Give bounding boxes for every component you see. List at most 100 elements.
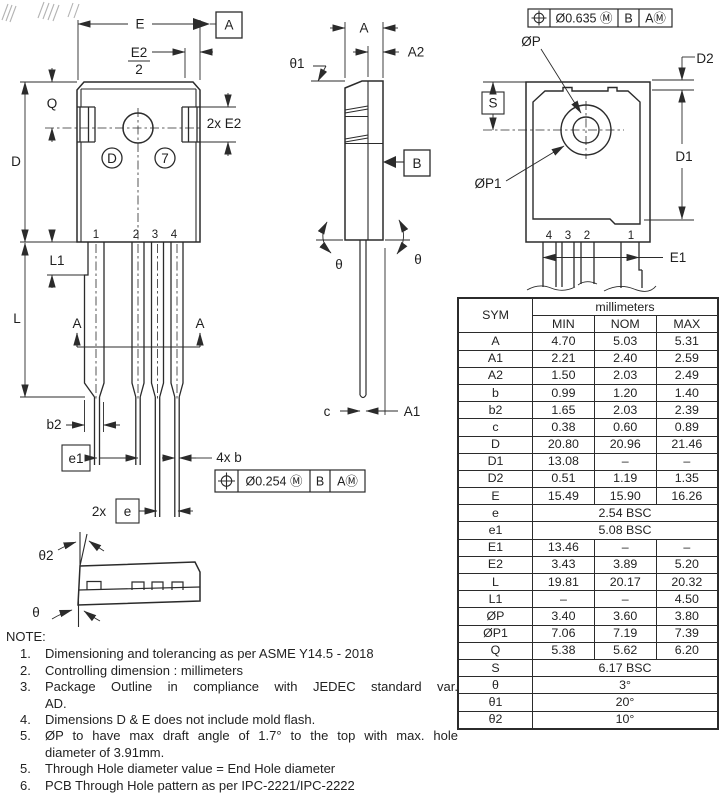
table-cell-value: 21.46 xyxy=(655,435,719,454)
table-cell-value: – xyxy=(655,452,719,471)
dim-label-l: L xyxy=(13,311,21,326)
front-pin-4: 4 xyxy=(171,229,178,241)
table-cell-value: 2.03 xyxy=(593,366,657,385)
dim-label-theta: θ xyxy=(32,605,40,620)
note-item: 4.Dimensions D & E does not include mold… xyxy=(6,712,458,728)
note-number: 6. xyxy=(20,777,31,793)
note-line: Dimensions D & E does not include mold f… xyxy=(45,712,316,728)
note-line: PCB Through Hole pattern as per IPC-2221… xyxy=(45,777,355,793)
table-cell-value: 2.39 xyxy=(655,401,719,420)
mold-marks xyxy=(101,147,176,169)
table-cell-span: 2.54 BSC xyxy=(532,504,719,523)
notes-section: NOTE: 1.Dimensioning and tolerancing as … xyxy=(6,629,458,794)
section-line-a-a xyxy=(73,332,204,348)
table-cell-value: 7.39 xyxy=(655,624,719,643)
scan-artifact xyxy=(1,1,80,23)
front-view: D 7 1 2 3 4 A A xyxy=(11,11,366,627)
table-cell-value: 1.35 xyxy=(655,469,719,489)
table-cell-value: 2.49 xyxy=(655,366,719,385)
note-item: 5.ØP to have max draft angle of 1.7° to … xyxy=(6,728,458,761)
note-item: 2.Controlling dimension : millimeters xyxy=(6,663,458,679)
table-cell-value: 20.32 xyxy=(655,572,719,592)
back-pin-1: 1 xyxy=(628,230,634,242)
dim-label-d1: D1 xyxy=(675,149,692,164)
dim-label-e: E xyxy=(135,17,144,32)
dim-label-a2: A2 xyxy=(408,45,425,60)
note-line: AD. xyxy=(45,695,67,711)
table-cell-value: 5.03 xyxy=(593,332,657,351)
side-package-outline xyxy=(344,80,384,399)
back-pin-4: 4 xyxy=(546,230,553,242)
table-cell-sym: ØP xyxy=(457,607,533,626)
table-cell-span: 3° xyxy=(532,676,719,695)
datum-b-label: B xyxy=(412,156,421,171)
table-cell-value: 3.60 xyxy=(593,607,657,626)
back-pin-3: 3 xyxy=(565,230,571,242)
note-item: 6. PCB Through Hole pattern as per IPC-22… xyxy=(6,778,458,794)
table-cell-sym: c xyxy=(457,418,533,437)
front-fcf-datum1: B xyxy=(316,475,324,489)
front-pin-numbers: 1 2 3 4 xyxy=(93,229,178,241)
note-number: 5. xyxy=(20,761,31,777)
dim-label-e-small: e xyxy=(124,504,132,519)
note-line: Dimensioning and tolerancing as per ASME… xyxy=(45,646,374,662)
table-cell-value: 2.21 xyxy=(532,349,595,368)
table-cell-value: – xyxy=(593,590,657,609)
notes-list: 1.Dimensioning and tolerancing as per AS… xyxy=(6,646,458,794)
position-symbol-icon xyxy=(218,472,235,490)
table-cell-value: 0.60 xyxy=(593,418,657,437)
table-cell-value: 20.17 xyxy=(593,572,657,592)
datum-triangle-icon xyxy=(193,18,210,30)
table-header-min: MIN xyxy=(532,315,595,334)
side-dimensions xyxy=(311,22,410,415)
table-cell-sym: E xyxy=(457,487,533,506)
back-view: 4 3 2 1 Ø0. xyxy=(474,8,714,292)
table-cell-value: 19.81 xyxy=(532,572,595,592)
table-cell-value: 6.20 xyxy=(655,641,719,660)
table-cell-value: 5.31 xyxy=(655,332,719,351)
front-fcf-datum2: AⓂ xyxy=(337,475,358,489)
table-header-units: millimeters xyxy=(532,297,719,317)
dim-label-theta-left: θ xyxy=(335,257,343,272)
front-leads xyxy=(83,242,184,517)
table-header-sym: SYM xyxy=(457,297,533,334)
table-cell-value: 13.46 xyxy=(532,538,595,557)
note-line: ØP to have max draft angle of 1.7° to th… xyxy=(45,728,458,744)
table-cell-value: 0.51 xyxy=(532,469,595,489)
table-cell-sym: Q xyxy=(457,641,533,660)
notes-heading: NOTE: xyxy=(6,629,46,644)
note-number: 3. xyxy=(20,679,31,695)
datum-b-flag xyxy=(383,149,431,177)
back-centerlines xyxy=(483,101,624,159)
front-fcf xyxy=(214,469,366,493)
note-text: Dimensioning and tolerancing as per ASME… xyxy=(45,646,458,662)
table-cell-sym: θ xyxy=(457,676,533,695)
table-cell-sym: D xyxy=(457,435,533,454)
dim-label-l1: L1 xyxy=(49,253,64,268)
table-cell-sym: b xyxy=(457,383,533,403)
table-cell-value: 3.89 xyxy=(593,555,657,575)
table-cell-sym: A xyxy=(457,332,533,351)
table-cell-value: 2.40 xyxy=(593,349,657,368)
dim-label-theta2: θ2 xyxy=(38,548,53,563)
back-fcf-datum2: AⓂ xyxy=(645,12,666,26)
table-cell-value: 1.65 xyxy=(532,401,595,420)
table-cell-sym: e xyxy=(457,504,533,523)
table-cell-span: 20° xyxy=(532,693,719,712)
note-item: 3.Package Outline in compliance with JED… xyxy=(6,679,458,712)
dim-label-4xb: 4x b xyxy=(216,450,242,465)
table-row: L1––4.50 xyxy=(457,590,719,609)
front-pin-2: 2 xyxy=(133,229,139,241)
